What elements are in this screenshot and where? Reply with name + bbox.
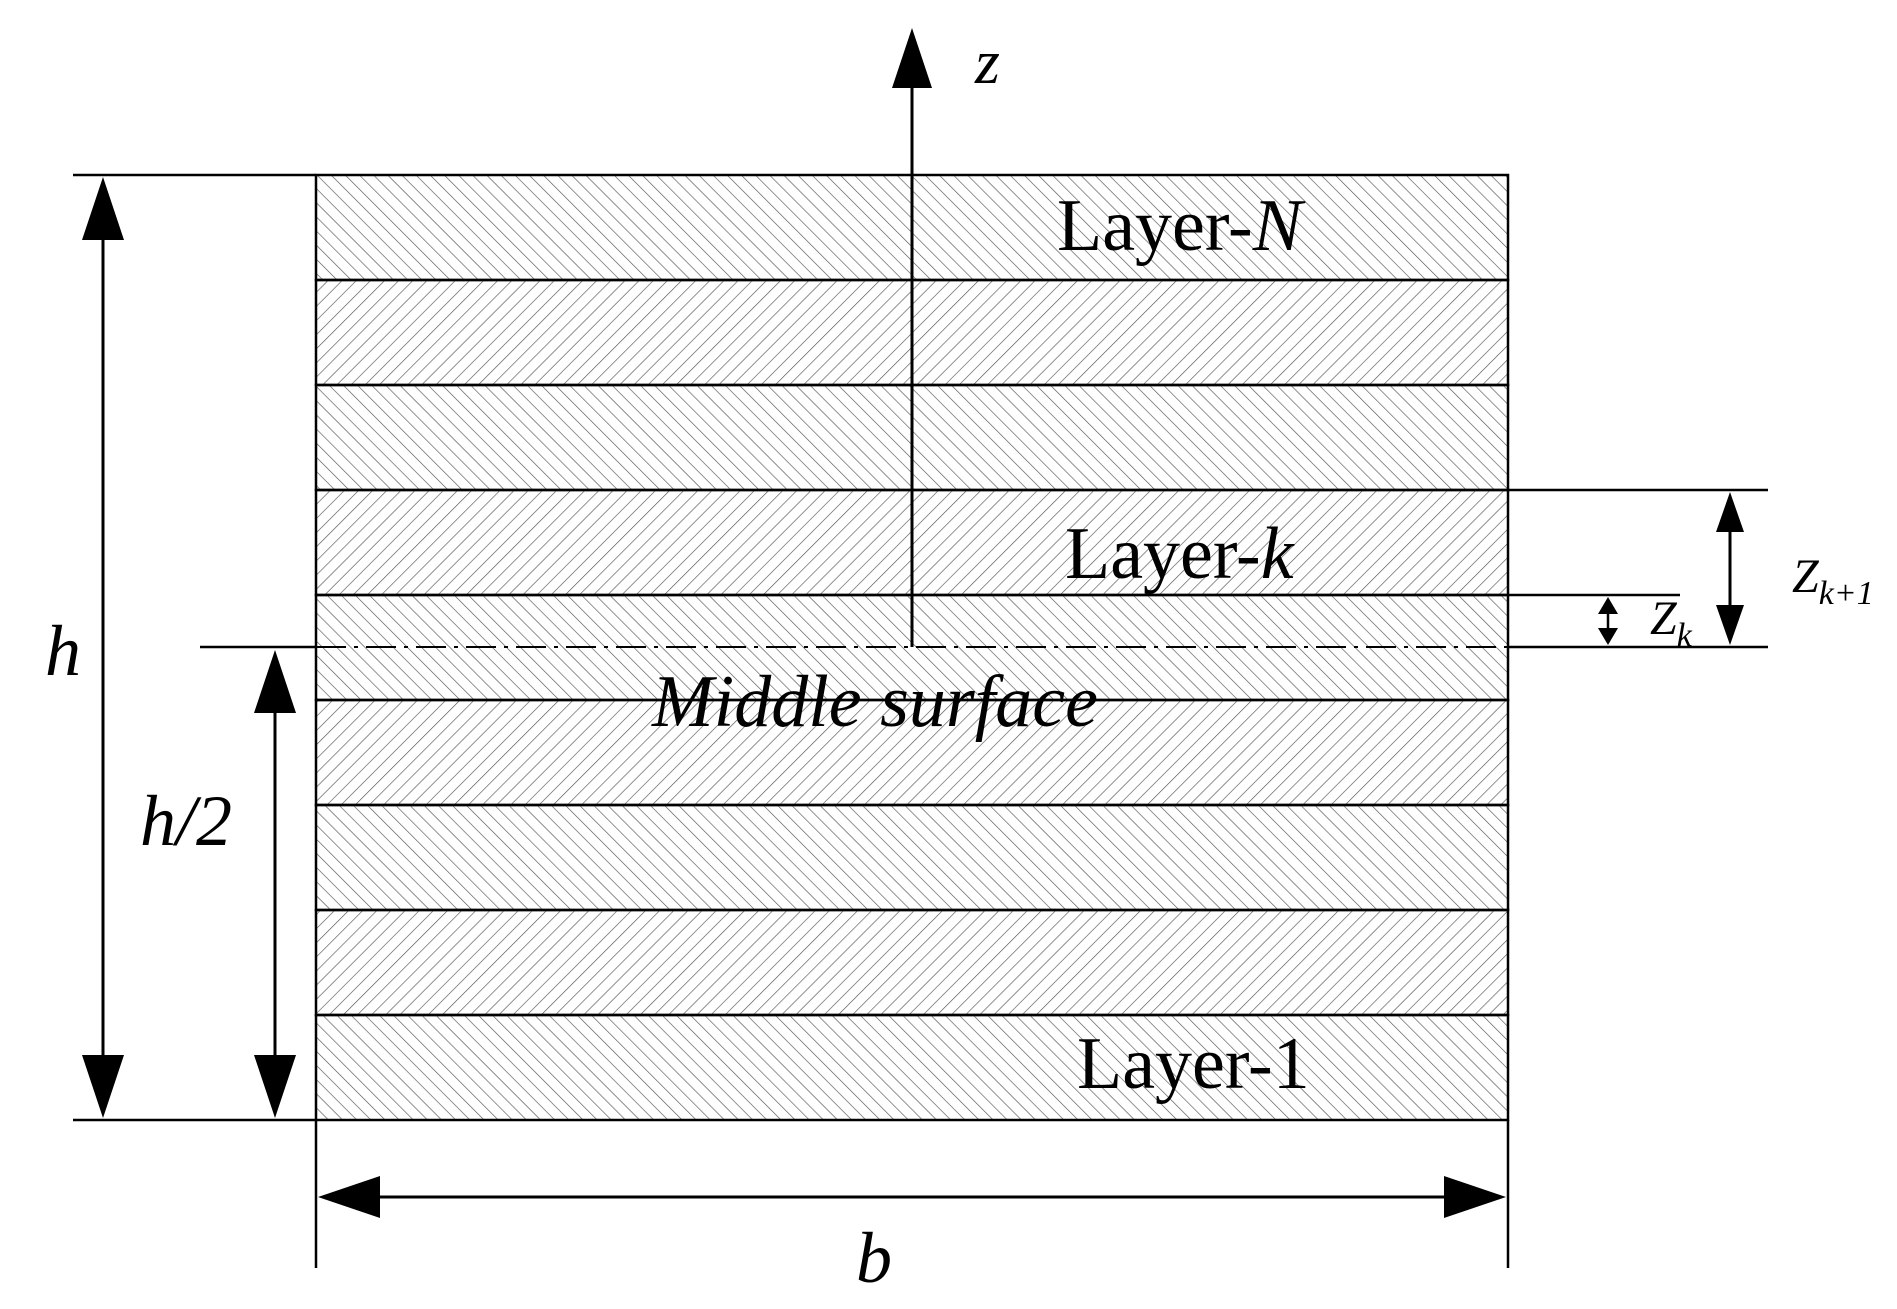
z-axis-arrowhead bbox=[892, 28, 932, 88]
layer-3 bbox=[314, 803, 1510, 912]
zk1-label: Zk+1 bbox=[1792, 550, 1874, 612]
zk-dimension bbox=[1508, 593, 1680, 645]
layer-n-label: Layer-N bbox=[1057, 185, 1306, 267]
middle-surface-label: Middle surface bbox=[651, 661, 1098, 743]
b-label: b bbox=[856, 1218, 892, 1298]
h-label: h bbox=[45, 611, 81, 691]
half-h-label: h/2 bbox=[140, 781, 232, 861]
z-axis-label: z bbox=[974, 26, 1000, 97]
layer-4 bbox=[314, 698, 1510, 807]
b-dimension bbox=[314, 1120, 1510, 1268]
layer-stack bbox=[314, 173, 1510, 1122]
zk1-dimension bbox=[1508, 488, 1768, 649]
h-dimension bbox=[73, 173, 316, 1122]
half-h-dimension bbox=[200, 645, 316, 1118]
z-axis bbox=[892, 28, 932, 647]
layer-1 bbox=[314, 1013, 1510, 1122]
layer-2 bbox=[314, 908, 1510, 1017]
layer-k-label: Layer-k bbox=[1065, 513, 1295, 595]
zk-label: Zk bbox=[1650, 592, 1693, 654]
layer-1-label: Layer-1 bbox=[1077, 1023, 1310, 1105]
